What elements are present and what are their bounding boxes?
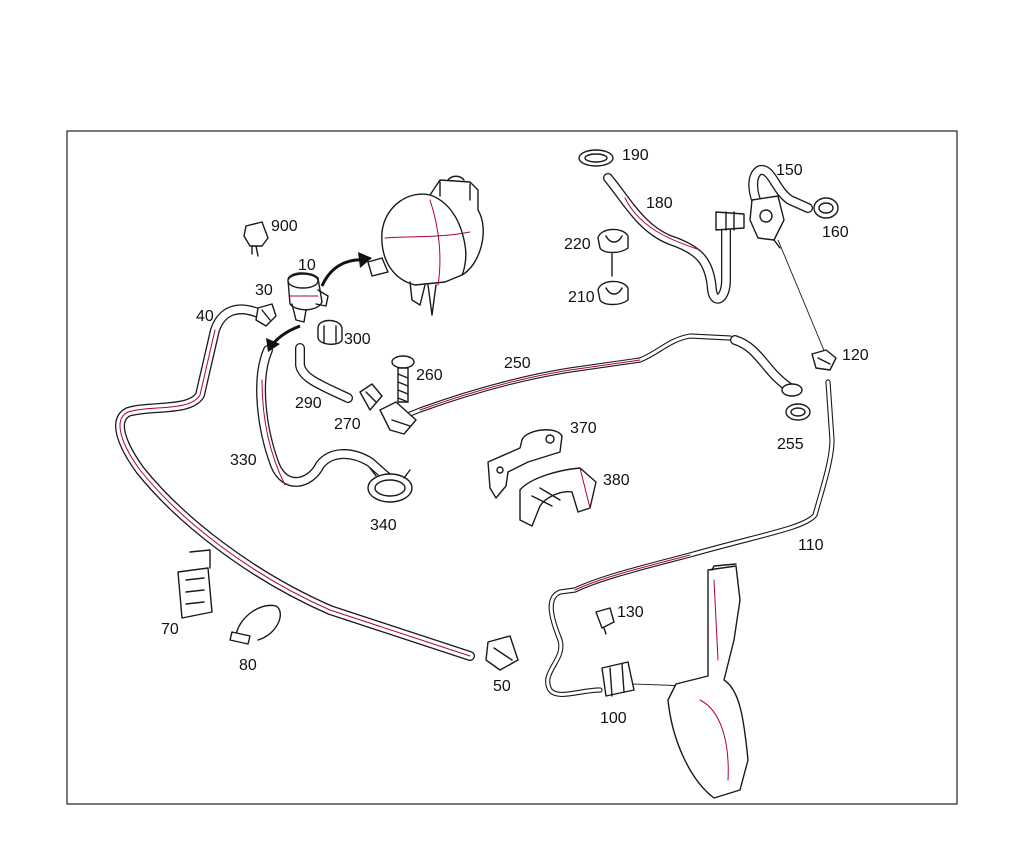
diagram-frame (66, 130, 958, 805)
callout-900: 900 (271, 218, 298, 235)
callout-70: 70 (161, 621, 179, 638)
callout-220: 220 (564, 236, 591, 253)
callout-340: 340 (370, 517, 397, 534)
callout-300: 300 (344, 331, 371, 348)
callout-160: 160 (822, 224, 849, 241)
callout-370: 370 (570, 420, 597, 437)
clamp-30 (255, 303, 277, 327)
pump-10 (287, 272, 329, 323)
clamp-50 (485, 635, 519, 671)
callout-270: 270 (334, 416, 361, 433)
arrow-pump-to-tank (320, 258, 367, 287)
callout-120: 120 (842, 347, 869, 364)
hose-150 (748, 165, 813, 213)
clip-380 (519, 467, 597, 527)
callout-110: 110 (798, 537, 824, 554)
callout-30: 30 (255, 282, 273, 299)
leader-150-120 (777, 239, 829, 361)
bracket-370 (487, 429, 563, 499)
hose-290 (295, 343, 353, 403)
clip-210 (597, 280, 629, 306)
callout-260: 260 (416, 367, 443, 384)
valve-150 (749, 195, 785, 249)
hose-250-end (730, 335, 795, 393)
tie-80 (229, 604, 281, 645)
hose-180 (603, 173, 731, 304)
callout-50: 50 (493, 678, 511, 695)
callout-180: 180 (646, 195, 673, 212)
clamp-340 (367, 467, 413, 503)
callout-80: 80 (239, 657, 257, 674)
reservoir (667, 563, 749, 799)
hose-40 (115, 304, 475, 661)
bolt-260 (391, 355, 415, 403)
callout-10: 10 (298, 257, 316, 274)
connector-180 (715, 211, 745, 231)
clamp-120 (811, 349, 837, 371)
clamp-270 (359, 383, 383, 411)
clip-130 (595, 607, 615, 635)
callout-290: 290 (295, 395, 322, 412)
callout-130: 130 (617, 604, 644, 621)
arrow-head-tank (358, 252, 372, 268)
callout-100: 100 (600, 710, 627, 727)
clamp-160 (813, 197, 839, 219)
clamp-300 (317, 319, 343, 345)
arrow-head-330 (266, 338, 280, 352)
callout-380: 380 (603, 472, 630, 489)
callout-250: 250 (504, 355, 531, 372)
callout-210: 210 (568, 289, 595, 306)
callout-255: 255 (777, 436, 804, 453)
connector-250 (379, 401, 417, 435)
connector-900 (243, 221, 269, 257)
hose-330 (256, 345, 393, 487)
bracket-70 (177, 549, 213, 619)
line-110 (545, 379, 835, 697)
clamp-190 (578, 149, 614, 167)
callout-150: 150 (776, 162, 803, 179)
expansion-tank (367, 175, 484, 316)
arrow-pump-to-330 (270, 324, 301, 346)
clip-220 (597, 228, 629, 277)
line-250 (397, 333, 733, 421)
clamp-255 (781, 383, 811, 421)
callout-330: 330 (230, 452, 257, 469)
clamp-100 (601, 661, 635, 697)
callout-40: 40 (196, 308, 214, 325)
callout-190: 190 (622, 147, 649, 164)
